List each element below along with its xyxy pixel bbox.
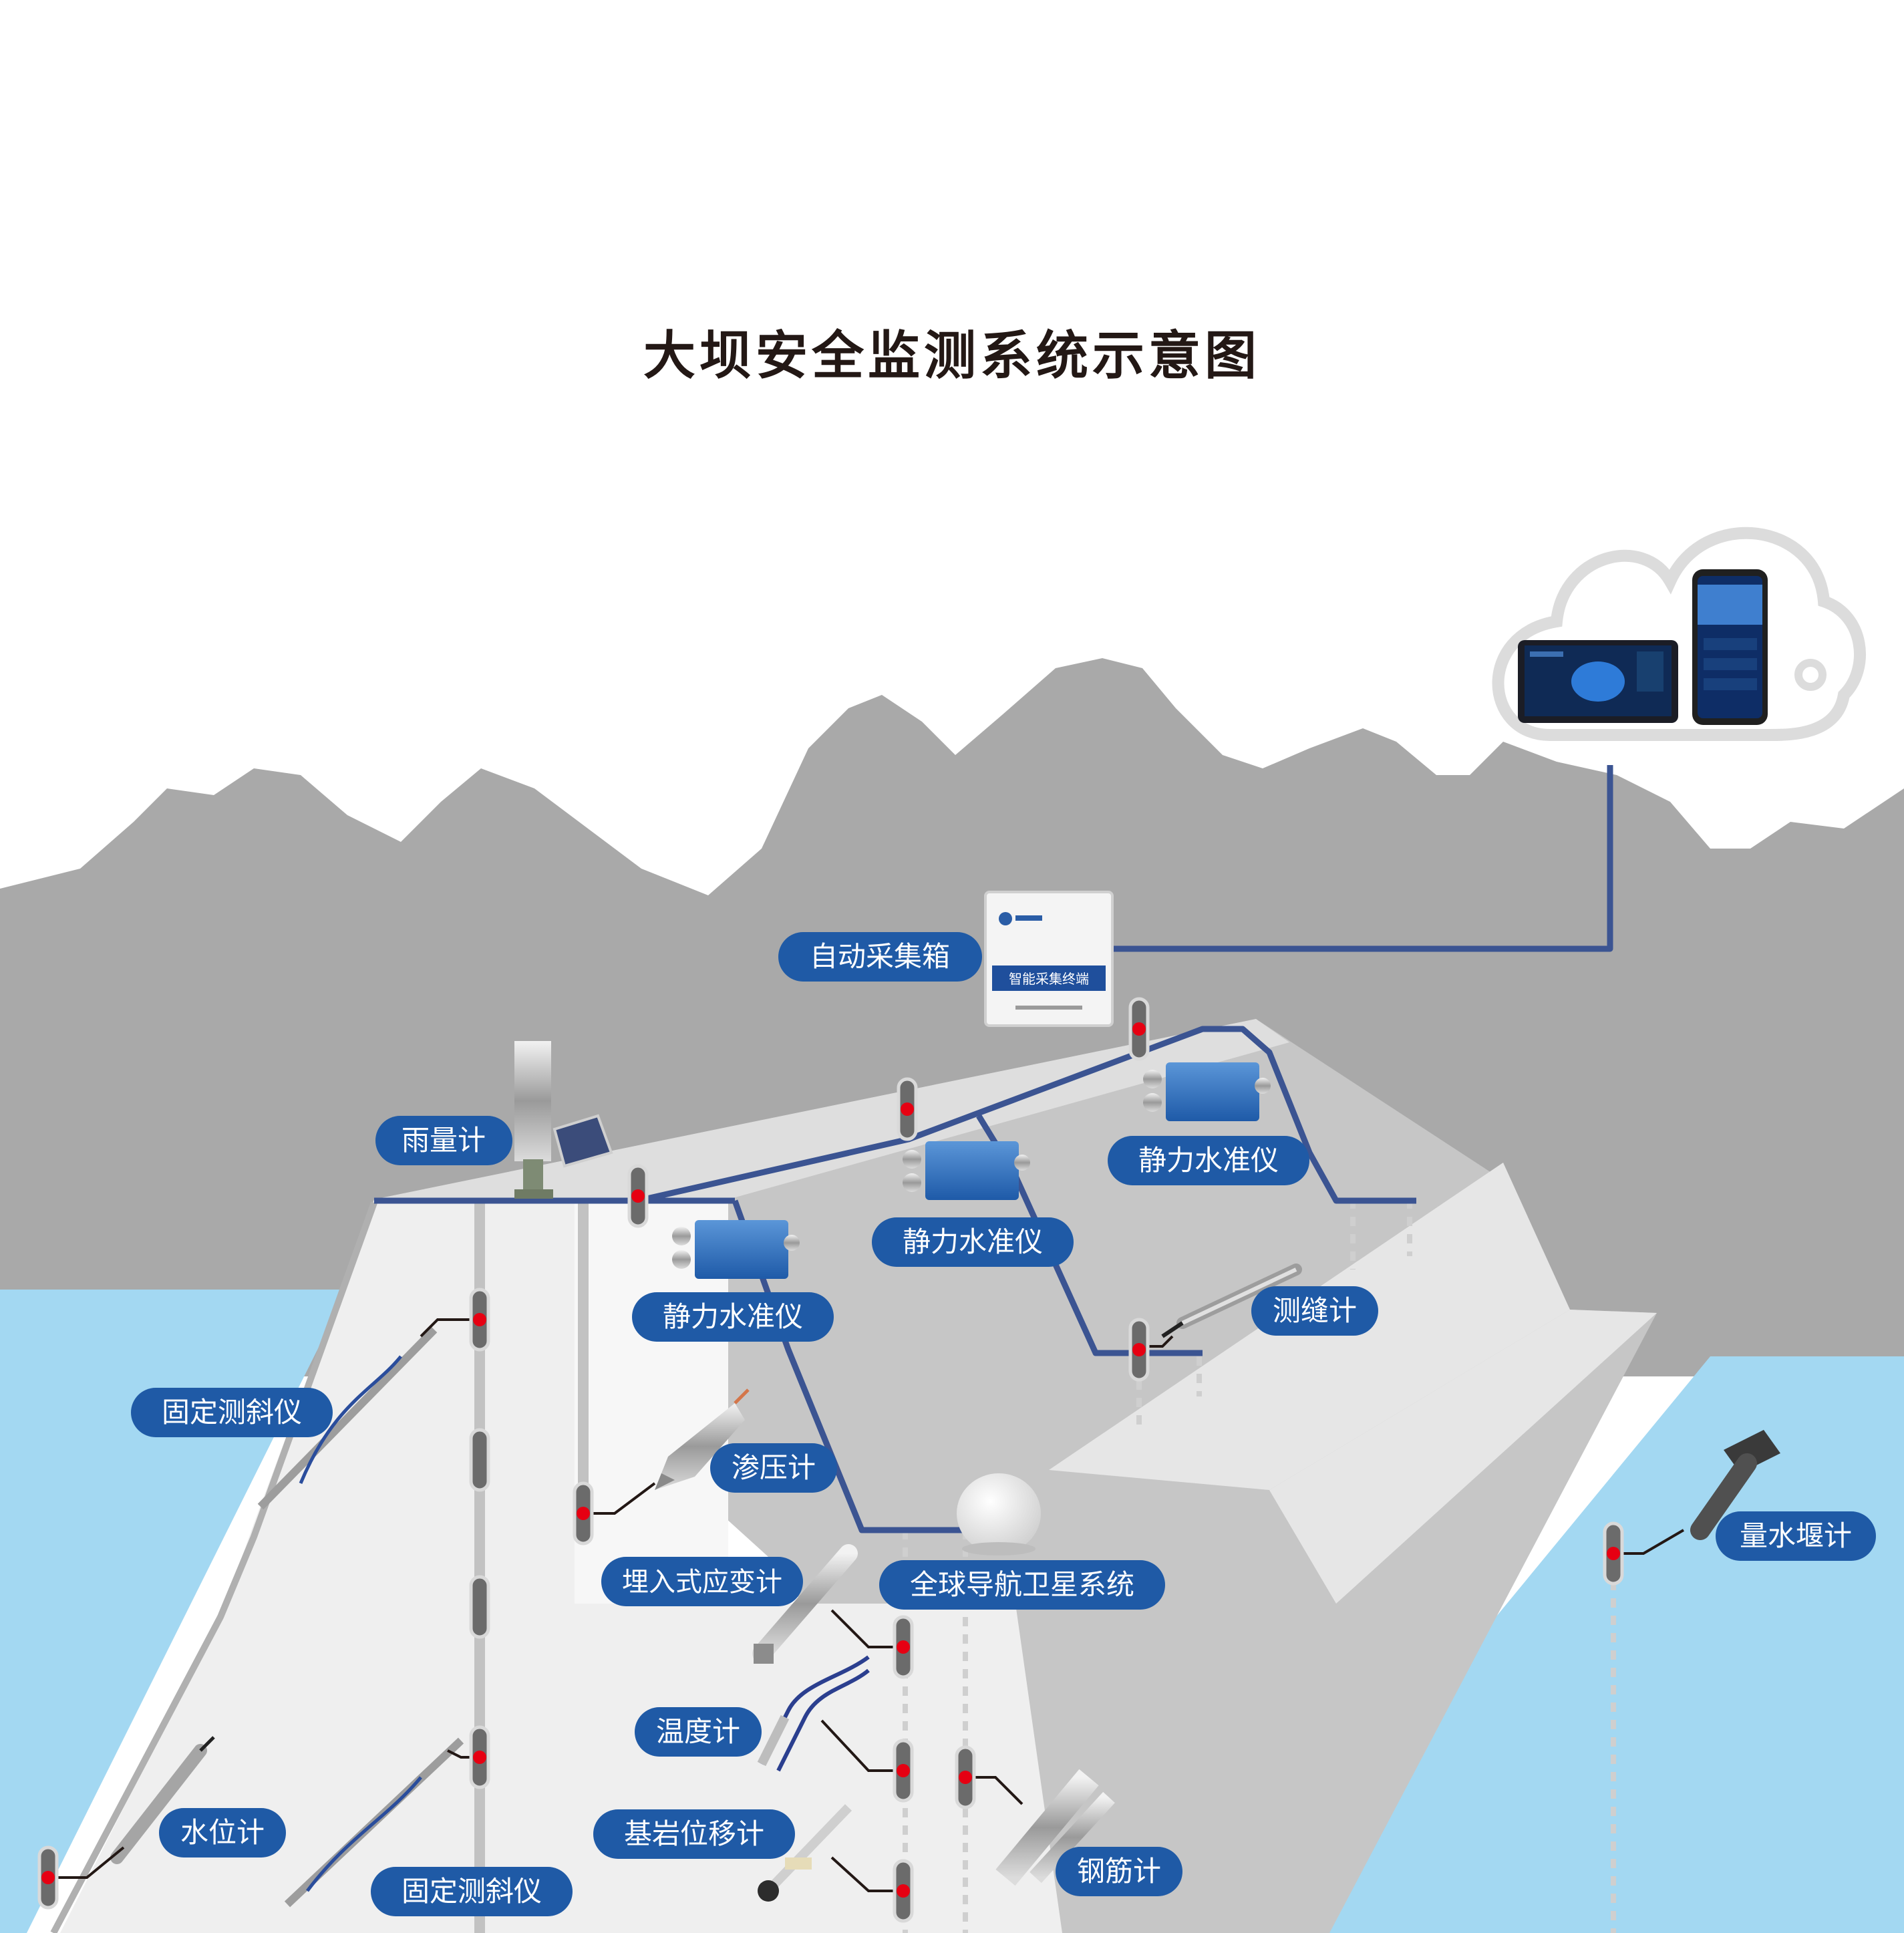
- label-fixed-inclinometer-2: 固定测斜仪: [371, 1867, 573, 1916]
- weir-meter-device: [1690, 1430, 1780, 1540]
- label-text: 渗压计: [732, 1451, 816, 1484]
- label-text: 静力水准仪: [903, 1225, 1043, 1258]
- label-rain-gauge: 雨量计: [375, 1116, 512, 1165]
- label-piezometer: 渗压计: [710, 1443, 837, 1493]
- sensor-capsule-marker: [469, 1725, 490, 1789]
- sensor-point: [631, 1189, 645, 1203]
- sensor-capsule-marker: [893, 1739, 914, 1803]
- dam-edge-line: [50, 1201, 377, 1933]
- label-text: 自动采集箱: [810, 940, 950, 973]
- sensor-point: [1132, 1343, 1146, 1356]
- embedded-strain-gauge-device: [752, 1544, 858, 1664]
- dashboard-monitor: [1518, 640, 1678, 723]
- cloud-outline: [1492, 527, 1866, 741]
- label-text: 雨量计: [402, 1124, 486, 1157]
- label-text: 全球导航卫星系统: [910, 1568, 1134, 1601]
- sensor-capsule-marker: [573, 1481, 594, 1545]
- label-thermometer: 温度计: [635, 1707, 762, 1757]
- label-crack-meter: 测缝计: [1251, 1286, 1378, 1336]
- label-text: 埋入式应变计: [622, 1567, 782, 1598]
- static-level-box-1: [672, 1220, 800, 1279]
- sensor-capsule-marker: [893, 1615, 914, 1679]
- label-weir-meter: 量水堰计: [1716, 1511, 1876, 1561]
- label-text: 量水堰计: [1740, 1519, 1852, 1552]
- crack-meter-device: [1161, 1263, 1302, 1338]
- piezometer-device: [655, 1388, 750, 1490]
- terminal-screen-label: 智能采集终端: [1009, 971, 1089, 987]
- sensor-capsule-marker: [627, 1164, 649, 1228]
- reservoir-water-left: [0, 1290, 347, 1933]
- auto-collection-box-device: 智能采集终端: [984, 891, 1114, 1027]
- sensor-capsule-marker: [1128, 1318, 1150, 1382]
- fixed-inclinometer-device-1: [257, 1326, 438, 1510]
- water-level-meter-device: [110, 1736, 215, 1864]
- page-title: 大坝安全监测系统示意图: [643, 326, 1261, 386]
- fixed-inclinometer-device-2: [284, 1737, 464, 1908]
- thermometer-device: [757, 1655, 870, 1772]
- sensor-point: [41, 1871, 55, 1884]
- sensor-point: [897, 1764, 910, 1777]
- label-gnss: 全球导航卫星系统: [879, 1560, 1165, 1610]
- bedrock-displacement-device: [758, 1804, 852, 1902]
- sensor-point: [959, 1771, 972, 1784]
- cloud-node: [1794, 659, 1827, 691]
- static-level-box-2: [903, 1141, 1030, 1200]
- sensor-capsule-marker: [897, 1077, 918, 1141]
- sensor-point: [897, 1640, 910, 1654]
- mobile-phone: [1692, 569, 1768, 725]
- sensor-point: [473, 1313, 486, 1326]
- label-static-level-1: 静力水准仪: [632, 1292, 834, 1342]
- sensor-capsule-marker: [469, 1575, 490, 1639]
- sensor-point: [577, 1507, 590, 1520]
- label-text: 测缝计: [1273, 1294, 1357, 1327]
- label-text: 基岩位移计: [624, 1817, 764, 1850]
- sensor-point: [1132, 1022, 1146, 1036]
- sensor-point: [473, 1751, 486, 1764]
- rain-gauge-device: [514, 1041, 613, 1199]
- sensor-capsule-marker: [469, 1428, 490, 1492]
- label-bedrock-displacement: 基岩位移计: [593, 1809, 795, 1859]
- sensor-capsule-marker: [469, 1288, 490, 1352]
- static-level-box-3: [1143, 1062, 1271, 1121]
- rebar-meter-device: [995, 1769, 1115, 1886]
- sensor-point: [1607, 1547, 1620, 1560]
- label-text: 水位计: [180, 1816, 265, 1849]
- label-static-level-2: 静力水准仪: [872, 1217, 1074, 1267]
- sensor-capsule-marker: [1128, 997, 1150, 1061]
- label-embedded-strain-gauge: 埋入式应变计: [601, 1557, 803, 1606]
- label-text: 钢筋计: [1077, 1855, 1161, 1888]
- label-rebar-meter: 钢筋计: [1056, 1847, 1182, 1896]
- label-text: 温度计: [656, 1715, 740, 1748]
- label-fixed-inclinometer-1: 固定测斜仪: [131, 1388, 333, 1437]
- gnss-antenna-device: [957, 1473, 1041, 1555]
- sensor-point: [901, 1102, 914, 1116]
- label-auto-collection-box: 自动采集箱: [778, 932, 982, 982]
- label-text: 固定测斜仪: [162, 1396, 302, 1429]
- sensor-capsule-marker: [1603, 1521, 1624, 1586]
- sensor-capsule-marker: [37, 1845, 59, 1910]
- sensor-markers: [37, 997, 1624, 1923]
- dam-berm-2: [1269, 1310, 1657, 1604]
- sensor-capsule-marker: [893, 1859, 914, 1923]
- label-text: 固定测斜仪: [402, 1875, 542, 1908]
- sensor-capsule-marker: [955, 1745, 976, 1809]
- label-water-level-meter: 水位计: [159, 1808, 286, 1857]
- label-static-level-3: 静力水准仪: [1108, 1136, 1309, 1185]
- sensor-point: [897, 1884, 910, 1898]
- label-text: 静力水准仪: [1138, 1144, 1279, 1177]
- label-text: 静力水准仪: [663, 1300, 803, 1333]
